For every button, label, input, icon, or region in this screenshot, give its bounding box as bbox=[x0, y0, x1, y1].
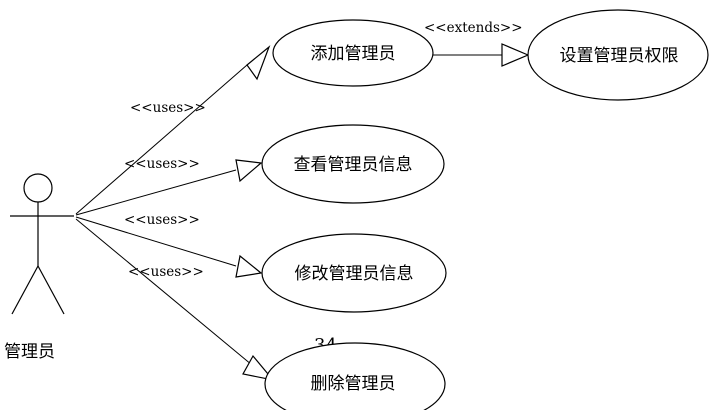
use-case-label-perm: 设置管理员权限 bbox=[560, 46, 679, 66]
actor-head bbox=[23, 173, 53, 203]
actor-left-leg bbox=[11, 265, 39, 315]
use-case-delete-admin bbox=[264, 342, 446, 410]
uses-label-edit: <<uses>> bbox=[124, 212, 200, 228]
use-case-label-del: 删除管理员 bbox=[311, 374, 396, 394]
arrowhead-extends bbox=[501, 43, 530, 67]
arrowhead-view bbox=[235, 159, 263, 183]
use-case-set-permission bbox=[527, 9, 709, 101]
assoc-line-edit bbox=[75, 216, 237, 267]
use-case-label-add: 添加管理员 bbox=[311, 44, 396, 64]
actor-right-leg bbox=[37, 265, 65, 315]
arrowhead-add bbox=[246, 45, 271, 81]
uses-label-view: <<uses>> bbox=[124, 156, 200, 172]
uses-label-add: <<uses>> bbox=[130, 100, 206, 116]
use-case-add-admin bbox=[272, 19, 434, 87]
arrowhead-del bbox=[242, 354, 275, 381]
actor-figure bbox=[10, 173, 74, 315]
arrowhead-edit bbox=[235, 254, 263, 278]
use-case-label-edit: 修改管理员信息 bbox=[295, 264, 414, 284]
assoc-line-add bbox=[75, 64, 248, 215]
uses-label-del: <<uses>> bbox=[128, 264, 204, 280]
use-case-view-admin bbox=[261, 124, 445, 204]
actor-label: 管理员 bbox=[4, 342, 55, 362]
assoc-line-view bbox=[75, 169, 237, 216]
use-case-edit-admin bbox=[261, 233, 447, 313]
use-case-label-view: 查看管理员信息 bbox=[294, 155, 413, 175]
assoc-line-del bbox=[75, 218, 253, 366]
extends-label: <<extends>> bbox=[424, 20, 523, 36]
